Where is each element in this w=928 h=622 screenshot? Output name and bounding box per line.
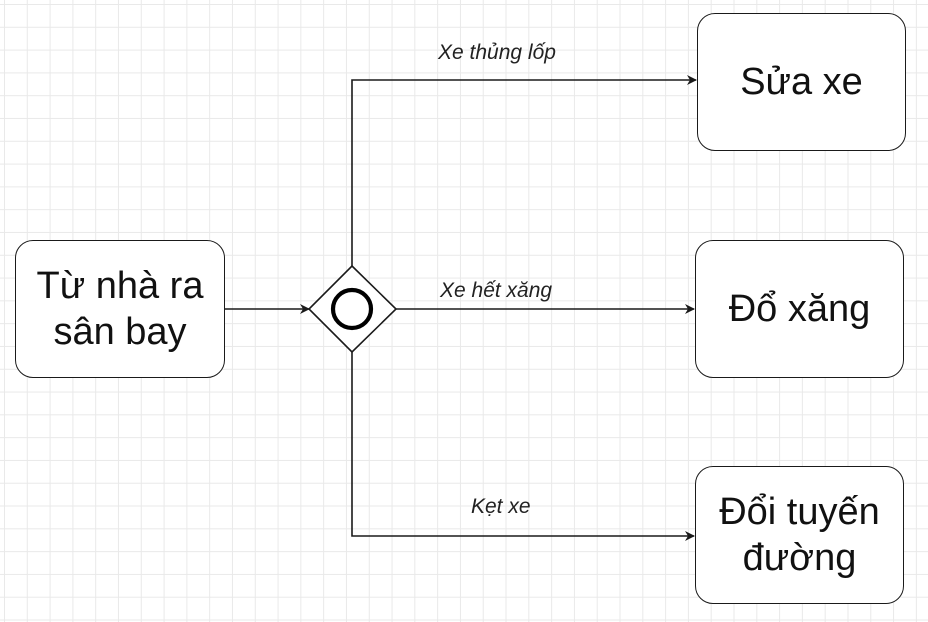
out-of-fuel-edge-label: Xe hết xăng [440, 279, 553, 302]
flat-tire-edge-label: Xe thủng lốp [438, 41, 556, 64]
traffic-jam-edge-label: Kẹt xe [471, 495, 531, 518]
reroute-task-box[interactable]: Đổi tuyến đường [695, 466, 904, 604]
refuel-task-label: Đổ xăng [728, 288, 871, 330]
reroute-task-label: Đổi tuyến đường [719, 491, 880, 579]
gateway[interactable] [307, 264, 398, 354]
gateway-circle-icon [330, 287, 374, 331]
gateway-diamond [307, 264, 398, 354]
start-task-box[interactable]: Từ nhà ra sân bay [15, 240, 225, 378]
start-task-label: Từ nhà ra sân bay [36, 265, 204, 353]
edge-gateway-to-repair[interactable] [351, 75, 697, 266]
repair-task-label: Sửa xe [740, 61, 863, 103]
refuel-task-box[interactable]: Đổ xăng [695, 240, 904, 378]
repair-task-box[interactable]: Sửa xe [697, 13, 906, 151]
edge-gateway-to-reroute[interactable] [351, 352, 695, 541]
